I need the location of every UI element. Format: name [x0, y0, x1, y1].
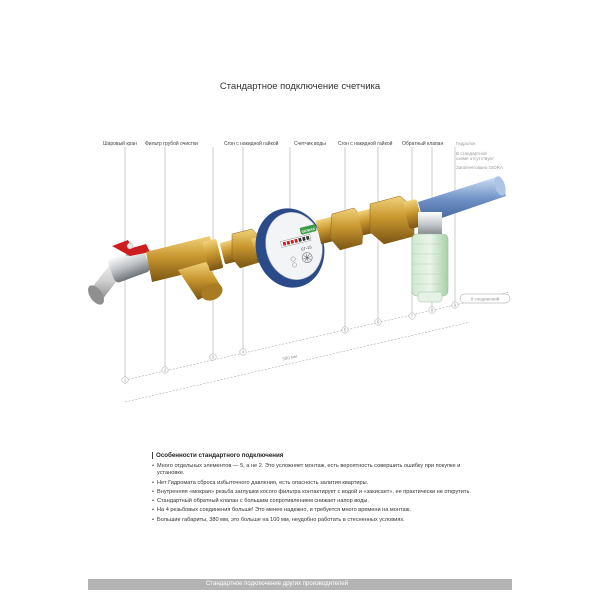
meter-brand: GIDRAX: [301, 227, 316, 234]
label-coarse-filter: Фильтр грубой очистки: [145, 140, 198, 147]
hydrolock-note-2: схеме отсутствует: [456, 156, 494, 161]
label-hydrolock: Гидролок: [456, 141, 475, 146]
svg-text:4: 4: [242, 350, 245, 355]
label-ball-valve: Шаровый кран: [103, 140, 137, 147]
check-valve: [369, 195, 423, 245]
coarse-filter: [146, 236, 223, 301]
list-item: Большие габариты, 380 мм, это больше на …: [152, 517, 472, 525]
callout-lines: [124, 147, 456, 380]
dimension-lines: [124, 291, 511, 403]
label-union-left: Сгон с накидной гайкой: [224, 140, 279, 147]
svg-text:1: 1: [124, 378, 127, 383]
svg-text:7: 7: [411, 314, 414, 319]
page-title: Стандартное подключение счетчика: [219, 81, 381, 92]
list-item: Нет Гидромата сброса избыточного давлени…: [152, 480, 472, 488]
svg-text:9: 9: [454, 303, 457, 308]
connections-tag: 9 соединений: [471, 295, 500, 301]
union-left: [220, 228, 263, 269]
label-meter: Счетчик воды: [294, 141, 326, 147]
svg-text:2: 2: [164, 368, 167, 373]
water-meter: GIDRAX СГ-15: [251, 208, 325, 288]
features-section: Особенности стандартного подключения Мно…: [152, 452, 472, 526]
list-item: Стандартный обратный клапан с большим со…: [152, 498, 472, 506]
svg-text:8: 8: [431, 308, 434, 313]
hydrolock: [411, 212, 449, 303]
svg-text:5: 5: [344, 328, 347, 333]
list-item: Много отдельных элементов — 5, а не 2. Э…: [152, 463, 472, 478]
callout-numbers: 1 2 3 4 5 6 7 8 9: [124, 303, 457, 383]
label-union-right: Сгон с накидной гайкой: [338, 140, 393, 147]
footer-text: Стандартное подключение других производи…: [206, 581, 348, 587]
label-check-valve: Обратный клапан: [402, 140, 443, 147]
footer-bar: Стандартное подключение других производи…: [88, 579, 512, 590]
hydrolock-note-3: Запатентовано GIDRA: [456, 165, 503, 170]
features-list: Много отдельных элементов — 5, а не 2. Э…: [152, 463, 472, 524]
meter-brand-badge: [299, 224, 317, 235]
svg-text:3: 3: [212, 355, 215, 360]
hydrolock-note-1: В стандартной: [456, 150, 487, 156]
list-item: Внутренняя «мокрая» резьба заглушки косо…: [152, 489, 472, 497]
union-right: [315, 207, 377, 251]
dimension-label: 380 мм: [282, 354, 298, 362]
features-title: Особенности стандартного подключения: [152, 452, 472, 459]
connections-tag-box: [459, 293, 511, 304]
svg-text:6: 6: [377, 320, 380, 325]
callout-markers: [121, 301, 459, 384]
meter-model: СГ-15: [300, 244, 312, 252]
ball-valve: [108, 240, 150, 283]
list-item: На 4 резьбовых соединения больше! Это ме…: [152, 507, 472, 515]
